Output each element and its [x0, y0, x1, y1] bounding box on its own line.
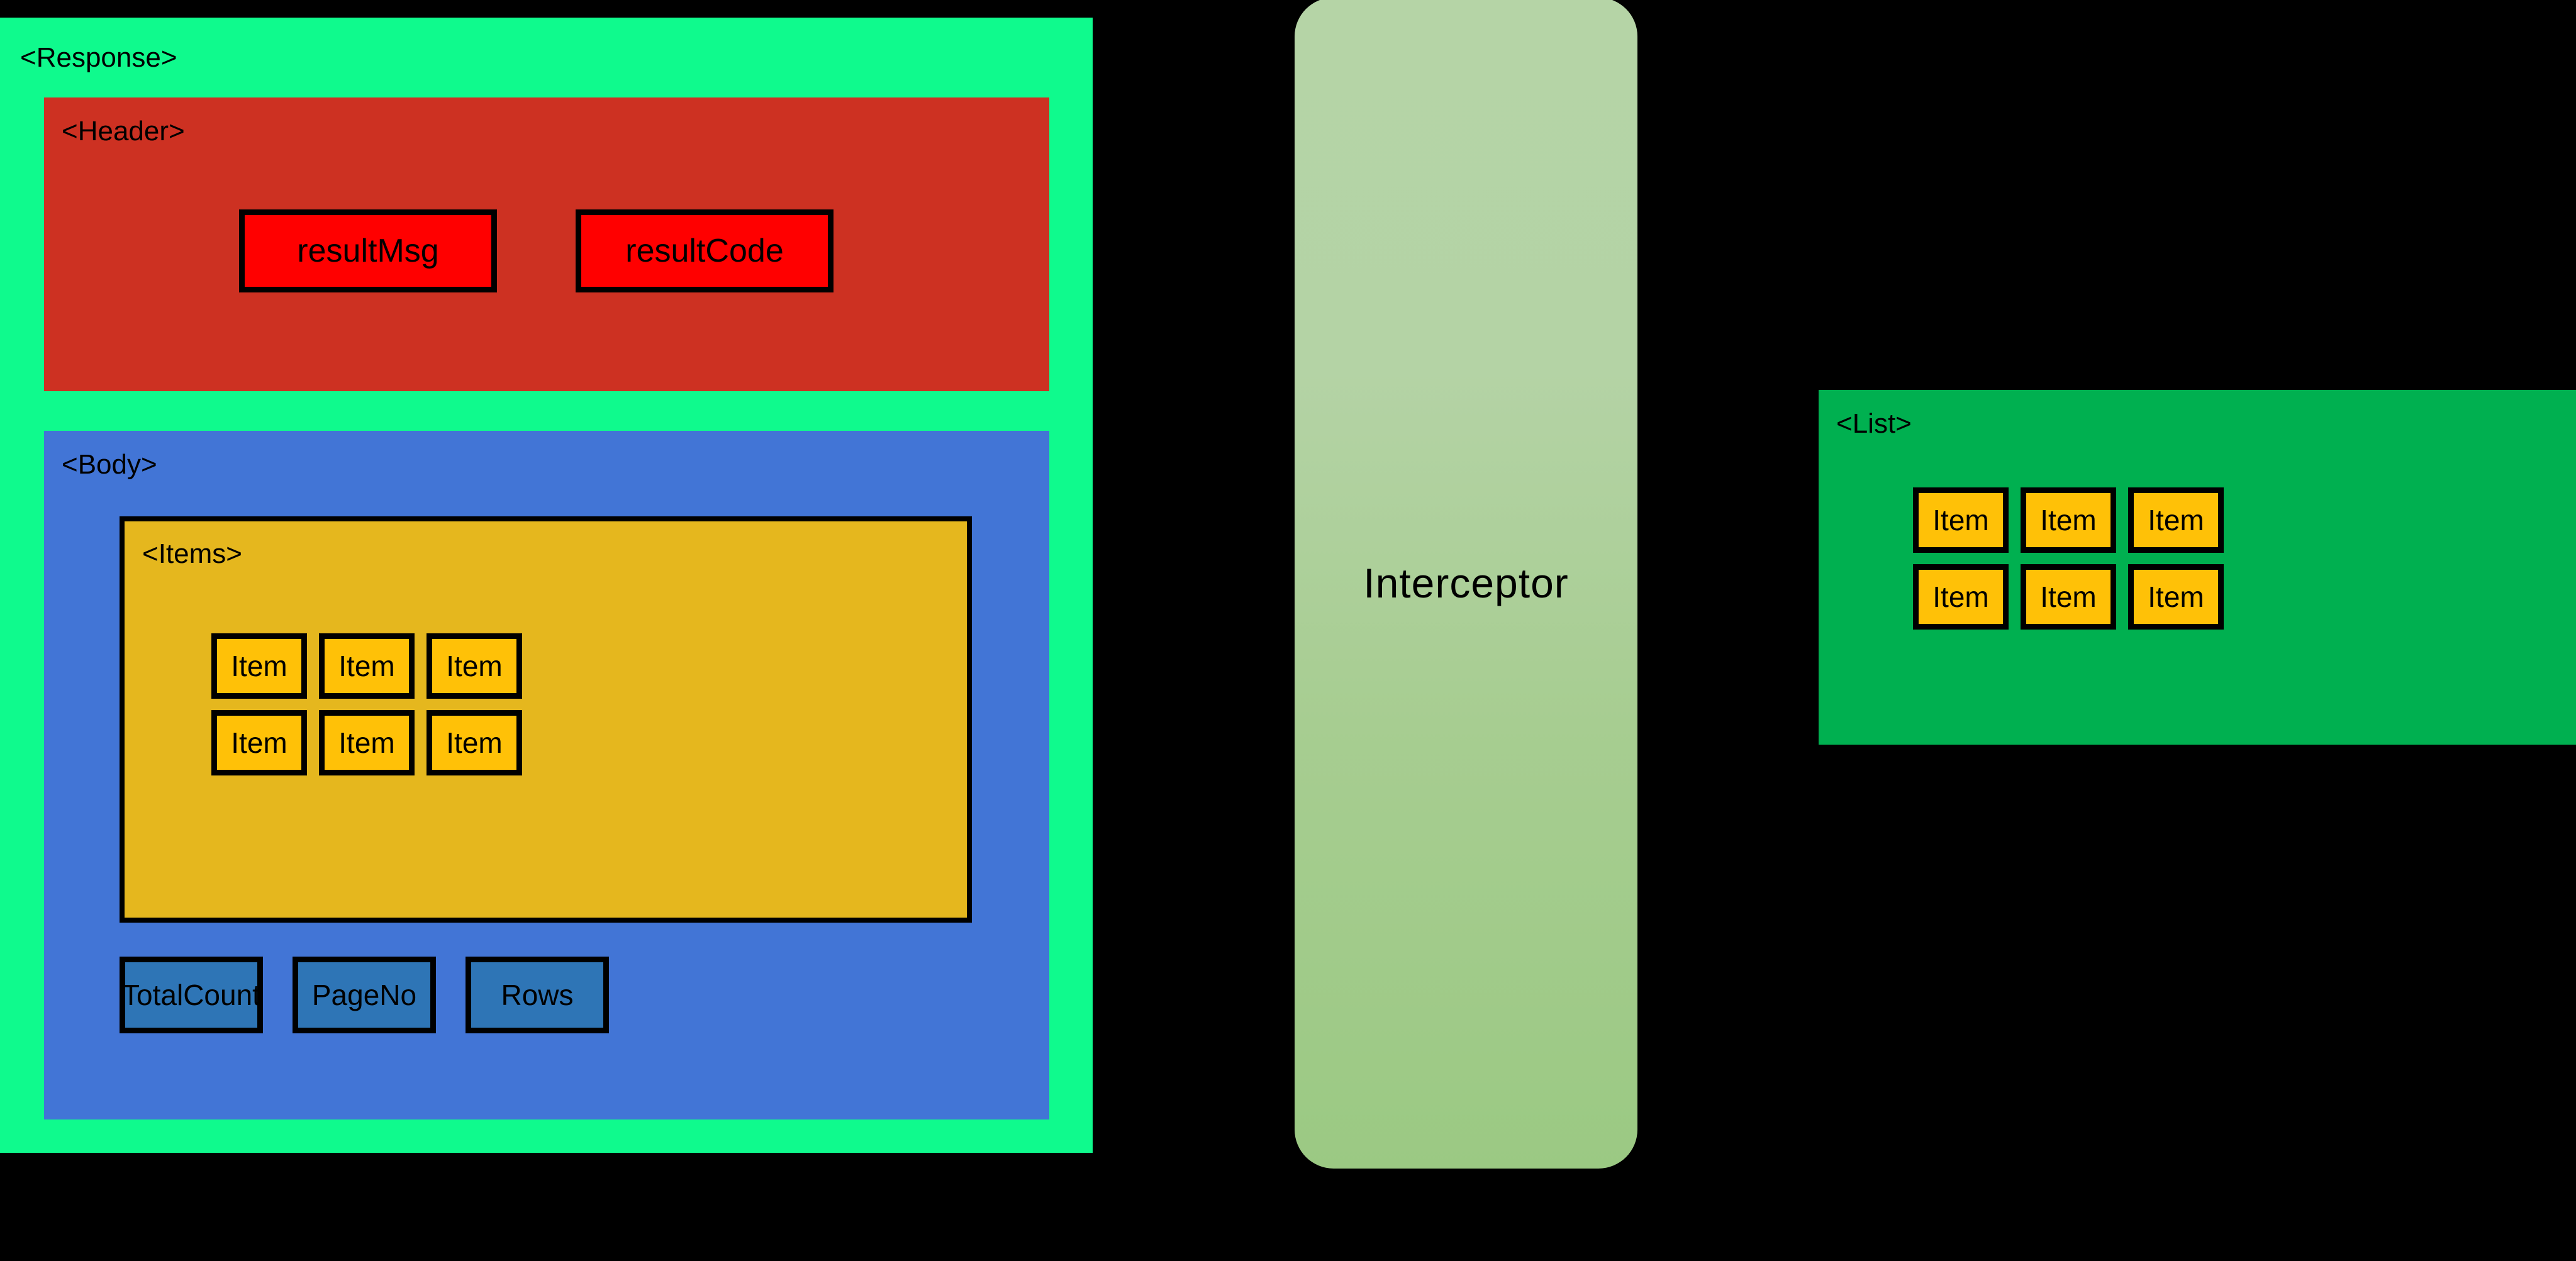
header-panel: <Header> resultMsg resultCode	[44, 97, 1049, 391]
body-panel: <Body> <Items> Item Item Item Item Item …	[44, 431, 1049, 1119]
item-box[interactable]: Item	[211, 710, 307, 775]
item-box[interactable]: Item	[319, 633, 415, 699]
result-msg-box[interactable]: resultMsg	[239, 209, 497, 292]
list-item-box[interactable]: Item	[1913, 487, 2009, 553]
interceptor-label: Interceptor	[1363, 560, 1569, 606]
body-panel-label: <Body>	[62, 449, 157, 480]
item-box[interactable]: Item	[211, 633, 307, 699]
list-item-box[interactable]: Item	[1913, 564, 2009, 630]
response-panel-label: <Response>	[20, 42, 177, 73]
list-item-box[interactable]: Item	[2128, 564, 2224, 630]
list-item-box[interactable]: Item	[2021, 564, 2116, 630]
item-box[interactable]: Item	[319, 710, 415, 775]
header-field-group: resultMsg resultCode	[239, 209, 834, 292]
result-code-box[interactable]: resultCode	[576, 209, 834, 292]
list-grid: Item Item Item Item Item Item	[1913, 487, 2224, 630]
item-box[interactable]: Item	[427, 633, 522, 699]
page-no-box[interactable]: PageNo	[293, 957, 436, 1033]
items-grid: Item Item Item Item Item Item	[211, 633, 522, 775]
total-count-box[interactable]: TotalCount	[120, 957, 263, 1033]
list-item-box[interactable]: Item	[2021, 487, 2116, 553]
interceptor-panel[interactable]: Interceptor	[1295, 0, 1637, 1169]
rows-box[interactable]: Rows	[466, 957, 609, 1033]
list-item-box[interactable]: Item	[2128, 487, 2224, 553]
list-panel: <List> Item Item Item Item Item Item	[1819, 390, 2576, 745]
response-panel: <Response> <Header> resultMsg resultCode…	[0, 18, 1093, 1153]
list-panel-label: <List>	[1836, 408, 1912, 439]
header-panel-label: <Header>	[62, 116, 185, 147]
items-panel: <Items> Item Item Item Item Item Item	[120, 516, 972, 923]
body-meta-group: TotalCount PageNo Rows	[120, 957, 609, 1033]
item-box[interactable]: Item	[427, 710, 522, 775]
items-panel-label: <Items>	[142, 538, 242, 569]
